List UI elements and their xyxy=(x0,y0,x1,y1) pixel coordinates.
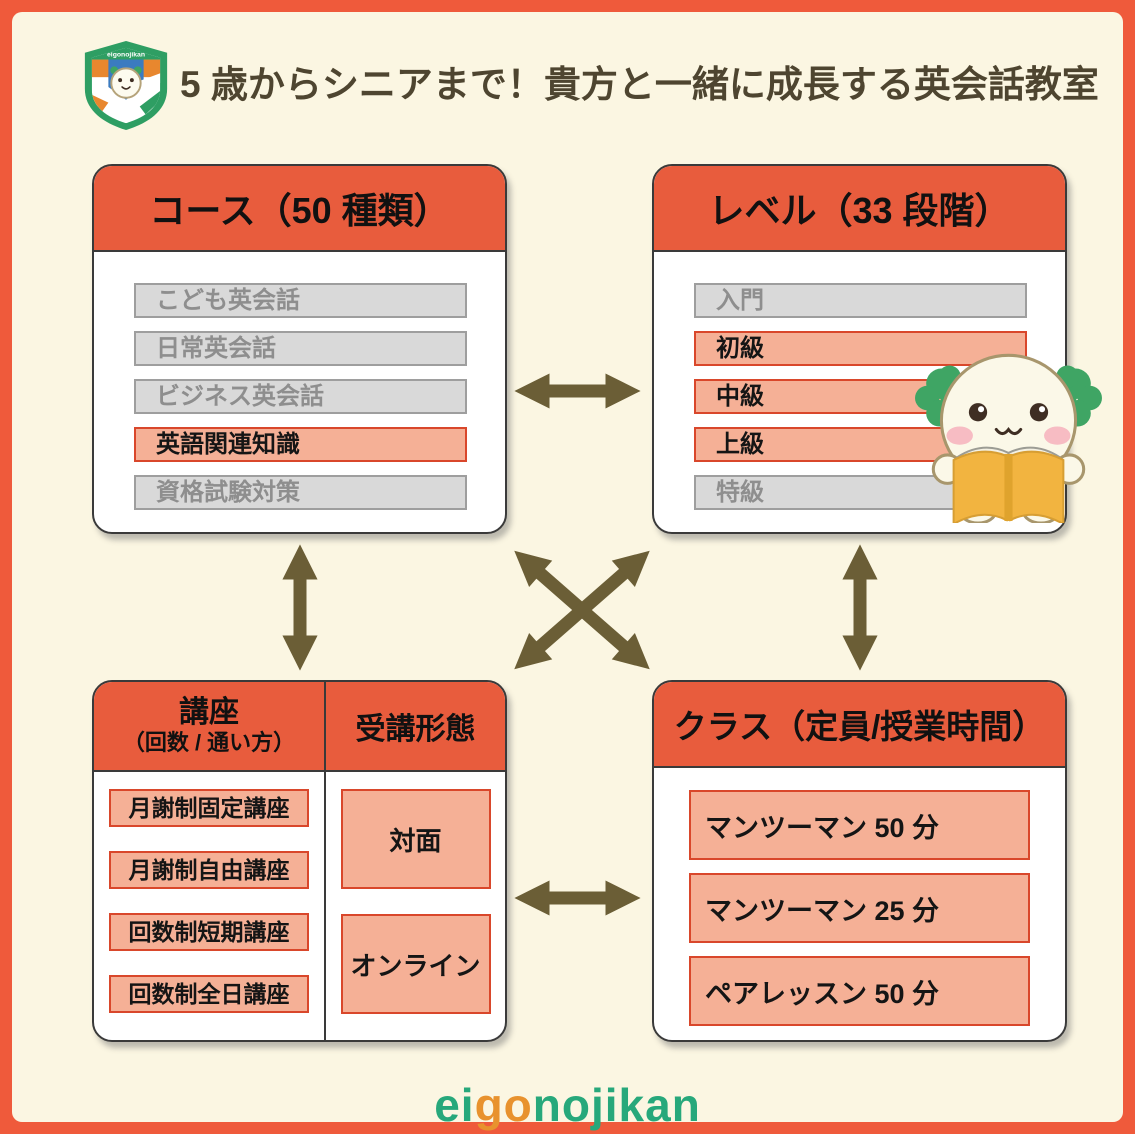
panel-lectures-title-line2: （回数 / 通い方） xyxy=(122,730,296,755)
footer-wordmark: eigonojikan xyxy=(12,1078,1123,1134)
list-item-course: ビジネス英会話 xyxy=(134,379,467,414)
shield-logo-text: eigonojikan xyxy=(107,52,145,59)
list-item-course: 日常英会話 xyxy=(134,331,467,366)
arrow-levels-lectures xyxy=(514,550,650,670)
panel-classes-title: クラス（定員/授業時間） xyxy=(654,682,1065,768)
footer-wordmark-part: nojikan xyxy=(532,1079,701,1131)
column-divider xyxy=(324,682,326,1040)
panel-levels-title: レベル（33 段階） xyxy=(654,166,1065,252)
page-title: 5 歳からシニアまで！貴方と一緒に成長する英会話教室 xyxy=(180,64,1099,105)
list-item-class: マンツーマン 50 分 xyxy=(689,790,1030,860)
list-item-lecture: 回数制短期講座 xyxy=(109,913,309,951)
panel-classes: クラス（定員/授業時間） マンツーマン 50 分 マンツーマン 25 分 ペアレ… xyxy=(652,680,1067,1042)
list-item-format: オンライン xyxy=(340,914,491,1014)
list-item-class: マンツーマン 25 分 xyxy=(689,873,1030,943)
content-background: eigonojikan 5 歳からシニアまで！貴方と一緒に成長する英会話教室 コ… xyxy=(12,12,1123,1131)
panel-formats-title: 受講形態 xyxy=(326,682,505,772)
list-item-format: 対面 xyxy=(340,789,491,889)
list-item-class: ペアレッスン 50 分 xyxy=(689,956,1030,1026)
panel-courses: コース（50 種類） こども英会話 日常英会話 ビジネス英会話 英語関連知識 資… xyxy=(92,164,507,534)
footer-wordmark-part: go xyxy=(474,1079,533,1131)
list-item-course: 資格試験対策 xyxy=(134,475,467,510)
school-shield-logo-icon: eigonojikan xyxy=(84,40,168,131)
panel-levels: レベル（33 段階） 入門 初級 中級 上級 特級 xyxy=(652,164,1067,534)
list-item-lecture: 月謝制自由講座 xyxy=(109,851,309,889)
panel-lectures-formats: 講座 （回数 / 通い方） 受講形態 月謝制固定講座 月謝制自由講座 回数制短期… xyxy=(92,680,507,1042)
arrow-courses-classes xyxy=(514,550,650,670)
mascot-reading-book-icon xyxy=(915,353,1102,523)
list-item-level: 入門 xyxy=(694,283,1027,318)
panel-lectures-title: 講座 （回数 / 通い方） xyxy=(94,682,324,772)
panel-courses-title: コース（50 種類） xyxy=(94,166,505,252)
list-item-lecture: 月謝制固定講座 xyxy=(109,789,309,827)
list-item-lecture: 回数制全日講座 xyxy=(109,975,309,1013)
list-item-course: こども英会話 xyxy=(134,283,467,318)
list-item-course-highlighted: 英語関連知識 xyxy=(134,427,467,462)
footer-wordmark-part: ei xyxy=(434,1079,475,1131)
panel-lectures-title-line1: 講座 xyxy=(179,696,239,729)
list-item-level-highlighted: 初級 xyxy=(694,331,1027,366)
